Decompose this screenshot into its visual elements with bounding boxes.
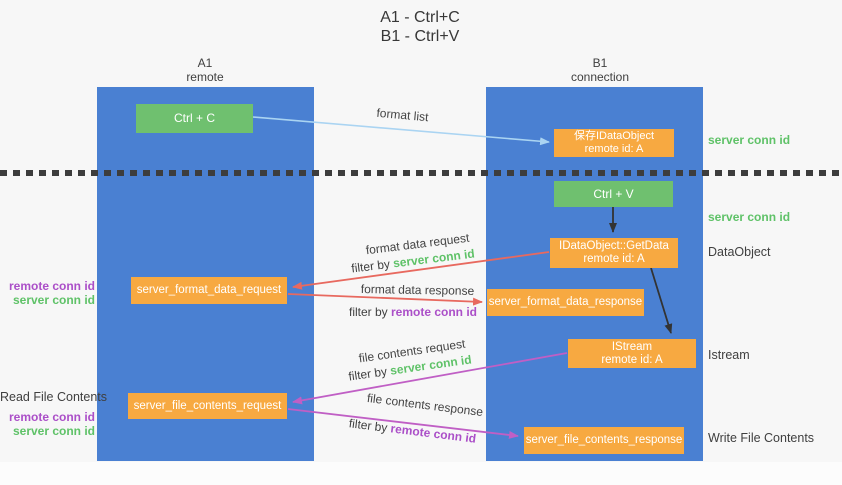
node-save-idataobject-line1: 保存IDataObject [573, 130, 655, 142]
lane-a1-role: remote [186, 70, 224, 84]
lane-header-a1: A1 remote [145, 56, 265, 84]
node-idataobject-getdata-line1: IDataObject::GetData [559, 240, 669, 252]
node-server-file-contents-response: server_file_contents_response [524, 427, 684, 454]
filter-by-text-4: filter by [348, 416, 392, 436]
node-server-format-data-response-label: server_format_data_response [488, 296, 643, 308]
node-server-file-contents-request: server_file_contents_request [128, 393, 287, 419]
right-label-write-file-contents: Write File Contents [708, 431, 815, 445]
right-label-dataobject: DataObject [708, 245, 771, 259]
node-istream-line2: remote id: A [601, 353, 663, 366]
node-server-file-contents-response-label: server_file_contents_response [525, 434, 683, 446]
node-idataobject-getdata-line2: remote id: A [583, 253, 645, 265]
node-ctrl-v-label: Ctrl + V [593, 186, 634, 201]
node-server-format-data-response: server_format_data_response [487, 289, 644, 316]
filter-by-text-1: filter by [350, 256, 394, 276]
node-istream: IStream remote id: A [568, 339, 696, 368]
flow-label-format-data-response: format data response [360, 282, 475, 298]
flow-label-format-list: format list [375, 105, 430, 125]
node-istream-line1: IStream [611, 340, 653, 353]
flow-label-file-contents-response-filter: filter by remote conn id [335, 415, 491, 448]
left-label-read-file-contents: Read File Contents [0, 390, 108, 404]
remote-conn-id-key-2: remote conn id [389, 421, 477, 446]
node-save-idataobject-line2: remote id: A [584, 143, 644, 155]
flow-label-format-data-response-filter: filter by remote conn id [338, 305, 488, 319]
node-server-file-contents-request-label: server_file_contents_request [133, 399, 282, 412]
bottom-strip [0, 462, 842, 485]
left-label-server-conn-id-top: server conn id [12, 293, 95, 307]
diagram-title: A1 - Ctrl+C B1 - Ctrl+V [300, 8, 540, 46]
lane-a1-name: A1 [197, 56, 213, 70]
node-idataobject-getdata: IDataObject::GetData remote id: A [550, 238, 678, 268]
lane-header-b1: B1 connection [540, 56, 660, 84]
flow-label-file-contents-response: file contents response [366, 390, 484, 420]
node-ctrl-v: Ctrl + V [554, 181, 673, 207]
title-line-1: A1 - Ctrl+C [380, 9, 460, 26]
left-label-server-conn-id-bottom: server conn id [12, 424, 95, 438]
node-server-format-data-request-label: server_format_data_request [136, 284, 282, 296]
right-label-server-conn-id-top: server conn id [708, 133, 791, 147]
lane-b1-name: B1 [592, 56, 608, 70]
title-line-2: B1 - Ctrl+V [380, 28, 460, 45]
node-save-idataobject: 保存IDataObject remote id: A [554, 129, 674, 157]
remote-conn-id-key-1: remote conn id [391, 305, 478, 319]
filter-by-text-2: filter by [348, 305, 391, 319]
node-ctrl-c-label: Ctrl + C [173, 111, 215, 125]
node-ctrl-c: Ctrl + C [136, 104, 253, 133]
right-label-server-conn-id-mid: server conn id [708, 210, 791, 224]
filter-by-text-3: filter by [347, 363, 392, 384]
node-server-format-data-request: server_format_data_request [131, 277, 287, 304]
right-label-istream: Istream [708, 348, 750, 362]
left-label-remote-conn-id-bottom: remote conn id [8, 410, 95, 424]
lane-b1-role: connection [570, 70, 630, 84]
left-label-remote-conn-id-top: remote conn id [8, 279, 95, 293]
